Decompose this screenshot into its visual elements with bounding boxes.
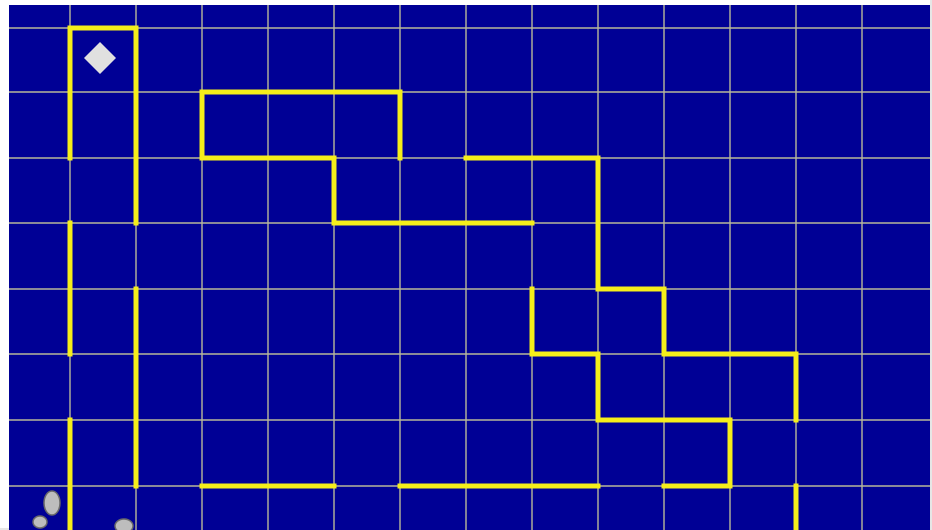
right-foot — [115, 519, 133, 530]
board-background — [9, 5, 930, 530]
left-heel — [33, 516, 47, 528]
left-foot — [44, 491, 60, 515]
